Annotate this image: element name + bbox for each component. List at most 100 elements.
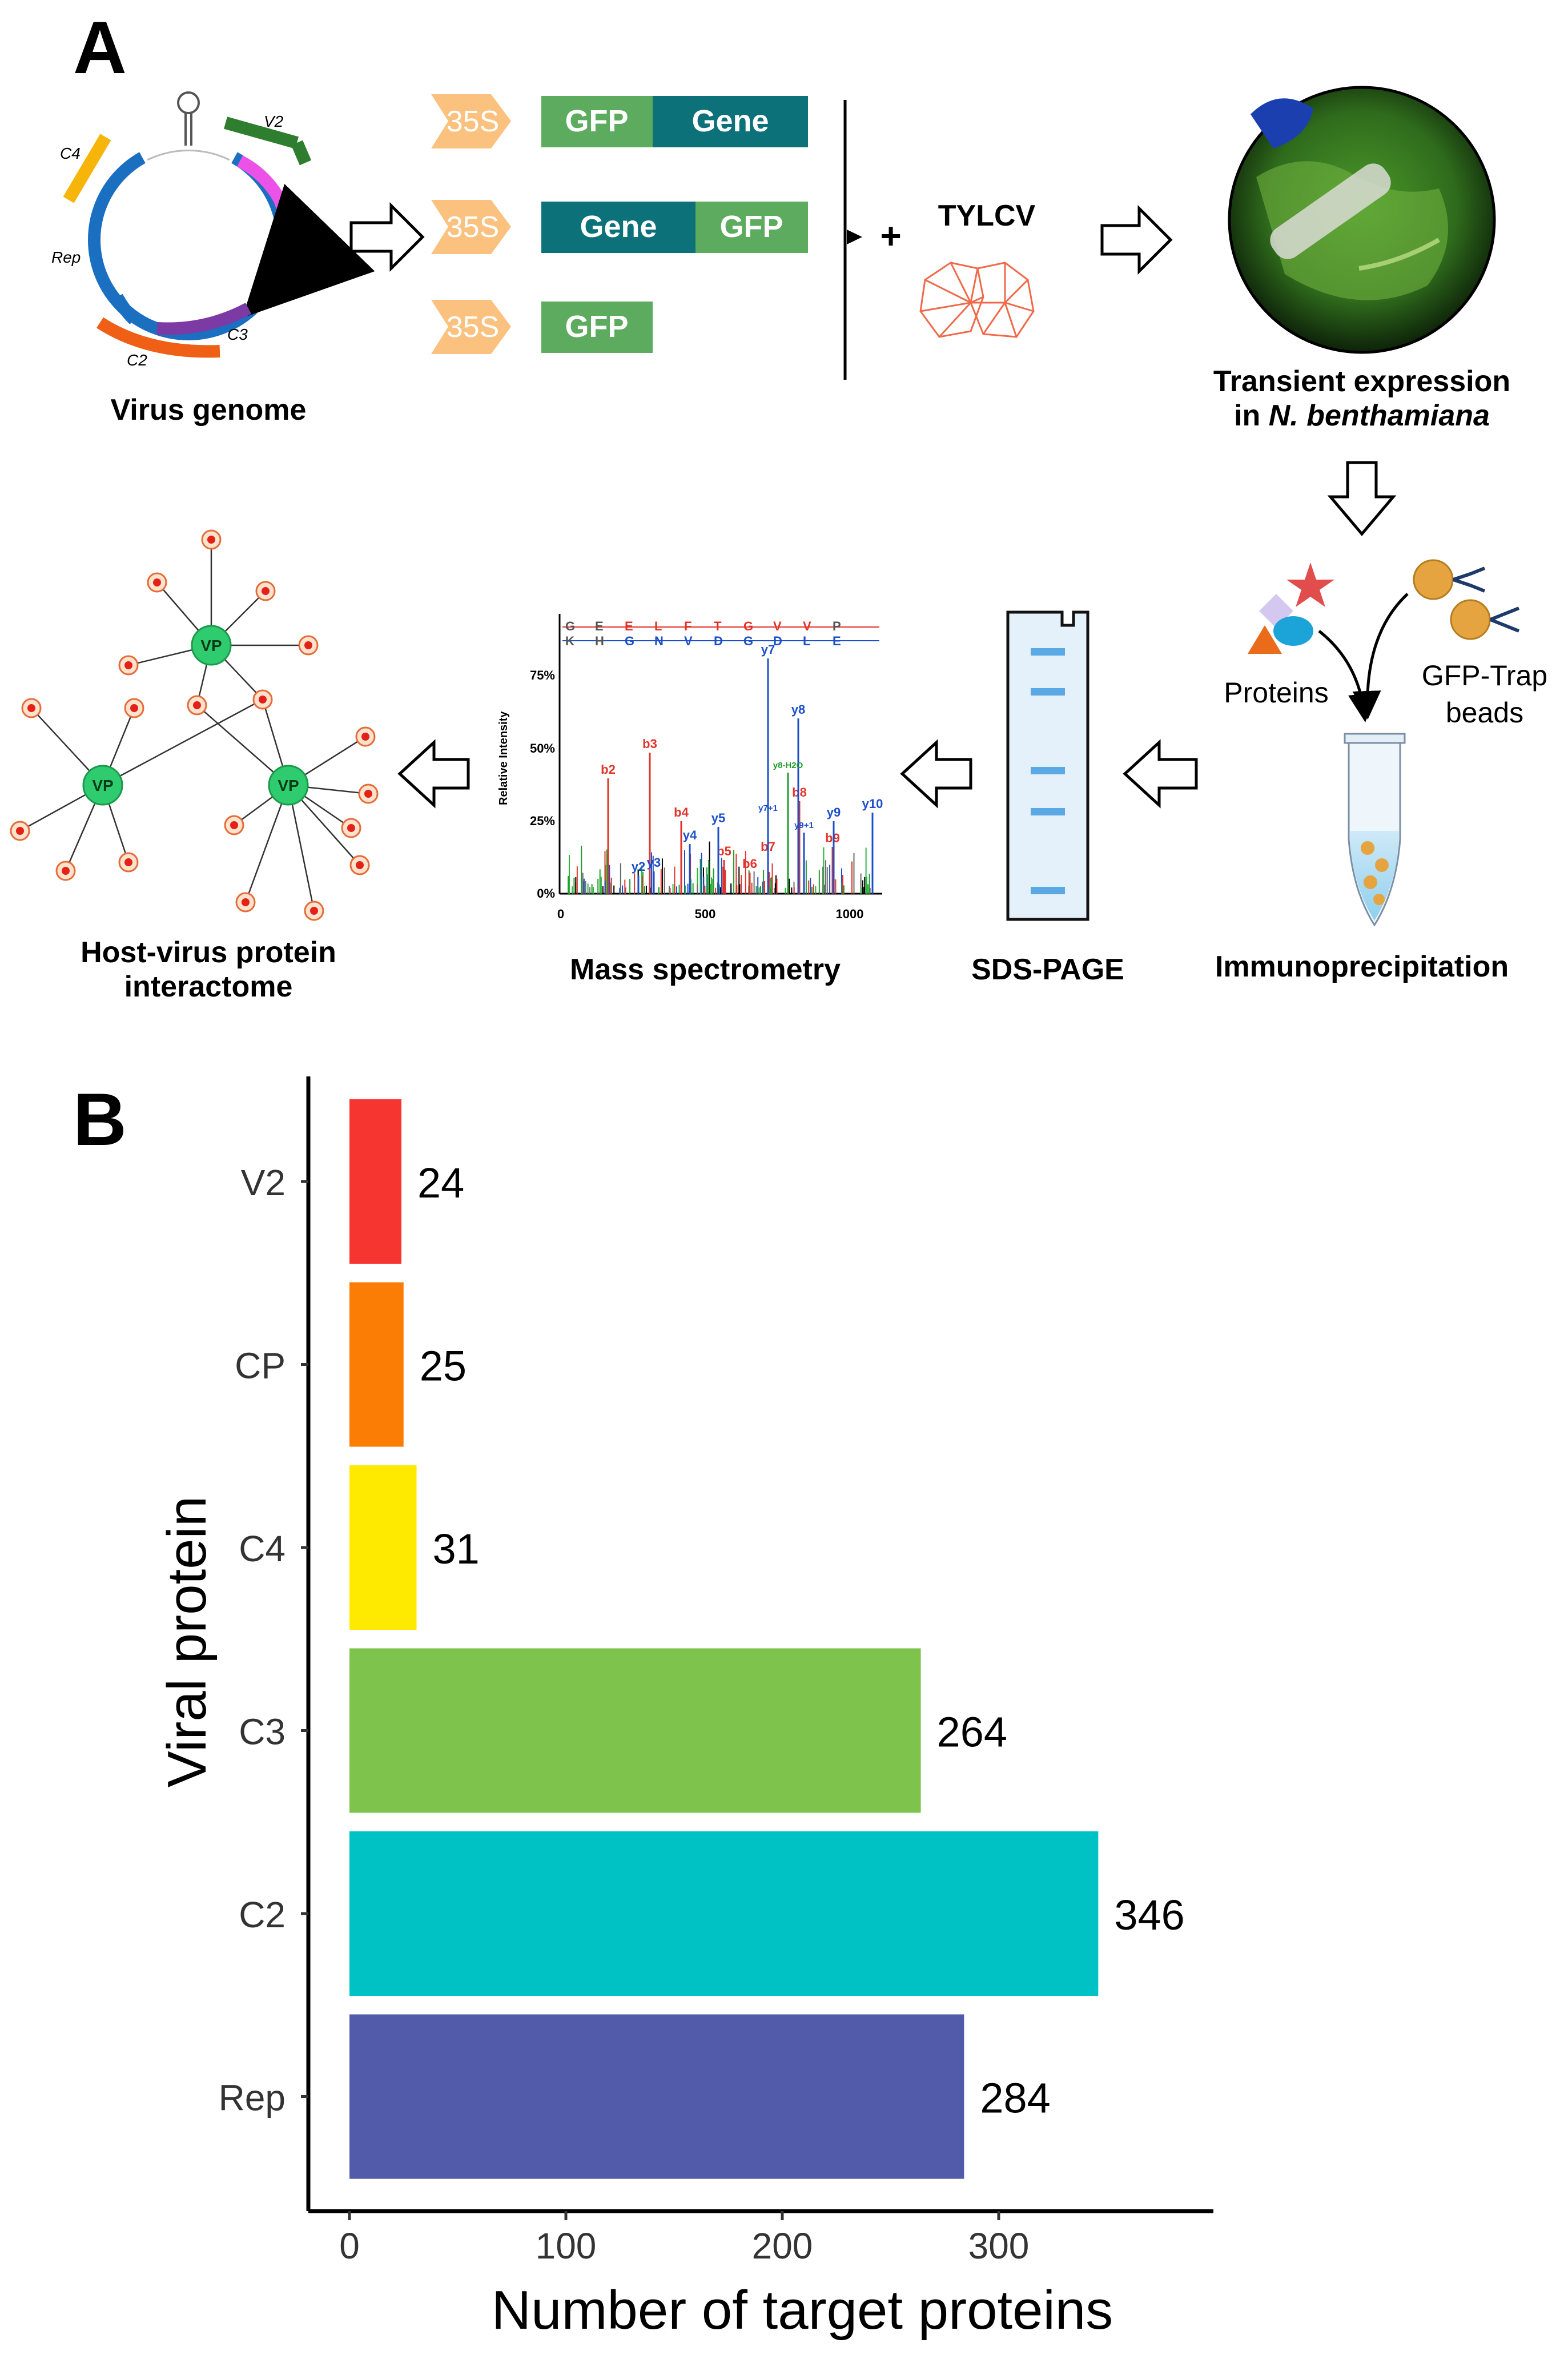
interactome-caption-line1: Host-virus protein xyxy=(81,936,336,969)
residue-label: G xyxy=(743,634,753,648)
bracket-pointer xyxy=(847,230,862,244)
host-protein-node-core xyxy=(62,867,70,875)
host-protein-node-core xyxy=(207,536,215,544)
tylcv-label: TYLCV xyxy=(938,199,1036,232)
transient-expression-line1: Transient expression xyxy=(1213,365,1510,398)
promoter-label: 35S xyxy=(447,311,500,344)
spectrum-ytick: 25% xyxy=(530,814,555,828)
viral-protein-node xyxy=(82,765,123,806)
construct-row-1: 35S GFP Gene xyxy=(431,94,808,148)
panel-a-label: A xyxy=(73,6,127,89)
viral-protein-node-label: VP xyxy=(200,637,222,654)
x-tick-label: 200 xyxy=(752,2225,813,2266)
residue-label: V xyxy=(773,619,782,633)
virus-genome-diagram: V2 CP C4 Rep C2 C3 Virus genome xyxy=(51,91,375,427)
x-tick-label: 300 xyxy=(968,2225,1030,2266)
host-protein-node-core xyxy=(262,587,270,595)
construct-row-2: 35S Gene GFP xyxy=(431,200,808,254)
bar-c3 xyxy=(349,1648,921,1813)
residue-label: F xyxy=(684,619,691,633)
gfp-label: GFP xyxy=(565,310,628,344)
host-protein-node-core xyxy=(230,821,238,829)
orf-label-c3: C3 xyxy=(227,325,248,343)
gene-label: Gene xyxy=(580,210,657,244)
viral-protein-node xyxy=(268,765,309,806)
plus-sign: + xyxy=(880,215,901,256)
bar-v2 xyxy=(349,1099,401,1264)
peak-label: y5 xyxy=(711,811,725,825)
peak-label: b8 xyxy=(792,785,807,799)
x-tick-label: 100 xyxy=(536,2225,597,2266)
residue-label: G xyxy=(743,619,753,633)
spectrum-xtick: 500 xyxy=(695,907,716,921)
residue-label: T xyxy=(714,619,722,633)
spectrum-xtick: 0 xyxy=(557,907,564,921)
peak-label: y8 xyxy=(791,702,805,717)
residue-label: G xyxy=(625,634,634,648)
sds-gel-icon xyxy=(1006,610,1089,921)
residue-label: L xyxy=(803,634,810,648)
flow-arrow-3 xyxy=(1123,739,1198,809)
host-protein-node-core xyxy=(310,907,318,915)
host-protein-node-core xyxy=(364,790,372,798)
ip-caption: Immunoprecipitation xyxy=(1215,950,1509,983)
host-protein-node-core xyxy=(153,578,161,586)
chart-y-axis-title: Viral protein xyxy=(156,1496,218,1788)
spectrum-ytick: 75% xyxy=(530,668,555,682)
interactome-caption-line2: interactome xyxy=(124,970,293,1003)
promoter-label: 35S xyxy=(447,105,500,138)
residue-label: V xyxy=(803,619,811,633)
bar-value-label: 264 xyxy=(937,1709,1007,1756)
y-category-label: C4 xyxy=(239,1528,286,1569)
beads-label-line1: GFP-Trap xyxy=(1422,660,1547,692)
peak-label: y7+1 xyxy=(758,803,778,813)
orf-label-cp: CP xyxy=(297,226,319,243)
residue-label: P xyxy=(833,619,841,633)
residue-label: D xyxy=(773,634,782,648)
residue-label: N xyxy=(654,634,664,648)
bar-value-label: 346 xyxy=(1114,1891,1184,1939)
leaf-infiltration-photo xyxy=(1228,86,1496,354)
peak-label: b6 xyxy=(742,857,757,871)
viral-protein-node-label: VP xyxy=(278,777,299,794)
proteins-label: Proteins xyxy=(1224,677,1328,709)
host-protein-node-core xyxy=(124,858,132,866)
beads-label-line2: beads xyxy=(1446,697,1523,729)
flow-arrow-4 xyxy=(900,739,972,809)
microtube-icon xyxy=(1344,733,1406,927)
host-protein-node-core xyxy=(193,701,201,709)
peak-label: y9 xyxy=(827,805,841,819)
spectrum-ytick: 0% xyxy=(537,886,555,901)
peak-label: b9 xyxy=(825,831,840,845)
bar-value-label: 284 xyxy=(980,2075,1050,2122)
host-protein-node-core xyxy=(361,733,369,741)
spectrum-ylabel: Relative Intensity xyxy=(497,711,510,805)
bar-value-label: 24 xyxy=(417,1159,464,1207)
residue-label: E xyxy=(595,619,604,633)
spectrum-xtick: 1000 xyxy=(836,907,864,921)
residue-label: E xyxy=(625,619,633,633)
peak-label: y8-H2O xyxy=(773,761,803,770)
x-tick-label: 0 xyxy=(339,2225,360,2266)
peak-label: y4 xyxy=(683,828,697,842)
spectrum-ytick: 50% xyxy=(530,741,555,755)
protein-shapes-icon xyxy=(1248,562,1334,654)
flow-arrow-5 xyxy=(397,739,470,809)
host-protein-node-core xyxy=(130,704,138,712)
peak-label: y9+1 xyxy=(794,821,814,830)
interaction-edge xyxy=(287,785,315,911)
peak-label: b3 xyxy=(642,737,657,751)
peak-label: y10 xyxy=(862,797,883,811)
flow-arrow-2 xyxy=(1100,204,1173,275)
host-protein-node-core xyxy=(27,704,35,712)
y-category-label: CP xyxy=(235,1345,286,1387)
bar-c2 xyxy=(349,1831,1099,1996)
residue-label: H xyxy=(595,634,604,648)
gene-label: Gene xyxy=(691,104,769,138)
bar-value-label: 31 xyxy=(432,1525,479,1573)
bar-cp xyxy=(349,1282,404,1447)
panel-b-label: B xyxy=(73,1078,127,1161)
